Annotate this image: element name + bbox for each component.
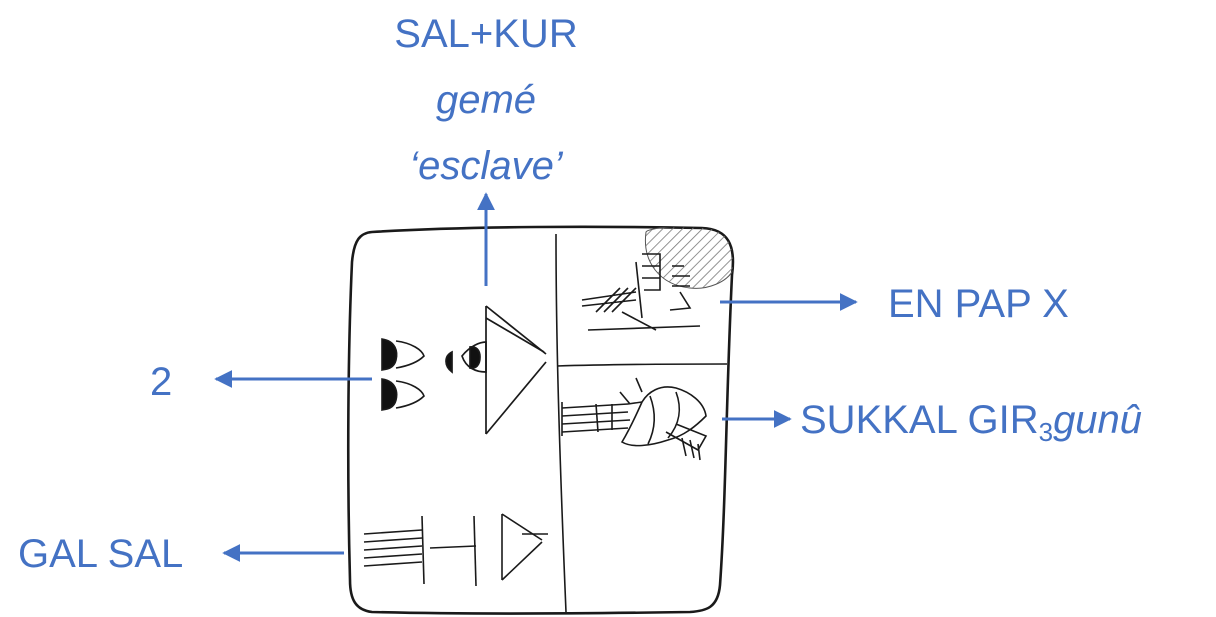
label-geme: gemé — [435, 78, 537, 122]
label-sukkal-gunu: gunû — [1053, 398, 1143, 442]
numeral-two-wedges — [381, 338, 425, 411]
divider-vertical — [555, 233, 567, 613]
sukkal-gir-sign — [561, 377, 708, 461]
label-sukkal-gir: SUKKAL GIR3gunû — [800, 398, 1143, 445]
divider-horizontal — [556, 363, 728, 367]
label-sukkal-main: SUKKAL GIR — [800, 398, 1039, 442]
label-en-pap-x: EN PAP X — [888, 282, 1069, 326]
label-sukkal-subscript: 3 — [1038, 417, 1054, 447]
gal-sal-sign — [363, 513, 548, 587]
en-pap-x-sign — [581, 253, 701, 331]
sal-kur-sign — [445, 305, 547, 435]
damaged-area — [644, 226, 733, 289]
label-numeral-two: 2 — [150, 360, 173, 404]
label-sal-kur: SAL+KUR — [394, 12, 578, 56]
label-gal-sal: GAL SAL — [18, 532, 184, 576]
label-esclave: ‘esclave’ — [409, 144, 563, 188]
